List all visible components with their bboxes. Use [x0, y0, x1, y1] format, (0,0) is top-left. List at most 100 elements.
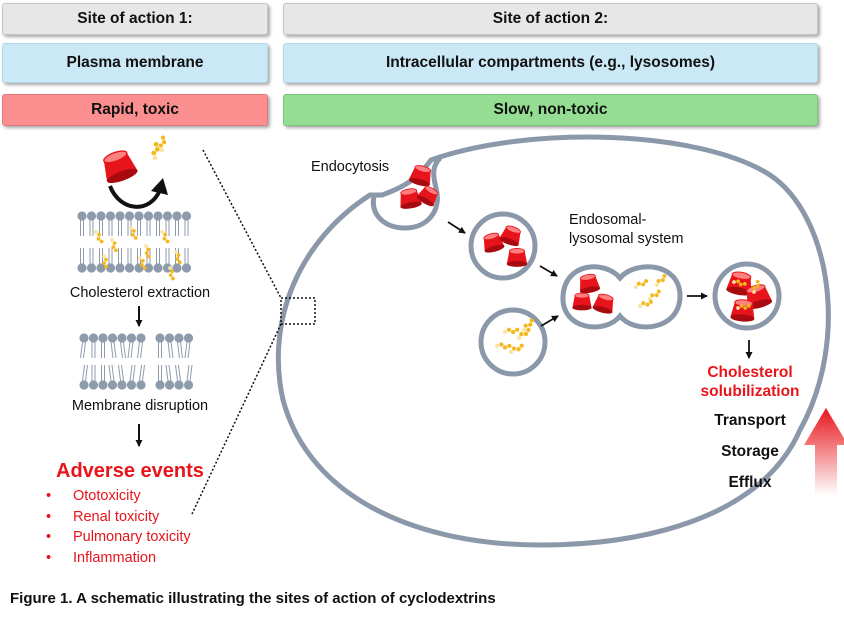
- adverse-events-list: •Ototoxicity •Renal toxicity •Pulmonary …: [46, 488, 191, 570]
- bullet: •: [46, 549, 52, 566]
- cholesterol-ring: [93, 230, 99, 234]
- lipid-head: [134, 211, 144, 221]
- cyclodextrin-molecule: [408, 165, 432, 187]
- lipid-head: [124, 211, 135, 221]
- adverse-item: •Ototoxicity: [46, 488, 141, 504]
- lipid-tail: [189, 364, 193, 382]
- cholesterol-vesicle: [478, 307, 548, 377]
- lipid-tail: [170, 341, 174, 359]
- cholesterol-ring: [521, 327, 527, 333]
- lipid-head: [181, 263, 192, 273]
- cholesterol-layer: [93, 135, 760, 355]
- cholesterol-molecule: [137, 255, 147, 270]
- lipid-head: [126, 380, 137, 390]
- cholesterol-ring: [112, 241, 117, 246]
- cholesterol-ring: [161, 139, 167, 145]
- cholesterol-ring: [162, 236, 167, 241]
- lipid-head: [155, 380, 165, 390]
- arrow-vesicle-to-fusion: [539, 265, 558, 277]
- cholesterol-ring: [526, 327, 531, 333]
- cholesterol-ring: [174, 249, 178, 255]
- arrow-chol-to-fusion: [540, 315, 559, 327]
- cholesterol-ring: [506, 327, 512, 332]
- intact-bilayer: [77, 211, 192, 273]
- lipid-tail: [177, 341, 180, 359]
- cholesterol-ring: [746, 304, 751, 308]
- lipid-tail: [142, 364, 145, 382]
- cholesterol-molecule: [128, 225, 138, 240]
- cyclodextrin-body: [572, 295, 592, 308]
- lipid-head: [107, 333, 118, 343]
- site2-location: Intracellular compartments (e.g., lysoso…: [385, 54, 716, 71]
- cyclodextrin-molecule: [483, 232, 505, 253]
- cyclodextrin-base: [106, 168, 138, 183]
- cholesterol-ring: [516, 335, 522, 341]
- cholesterol-ring: [516, 346, 521, 352]
- cholesterol-ring: [528, 322, 533, 328]
- outcome-efflux: Efflux: [728, 474, 772, 491]
- lipid-head: [105, 211, 116, 221]
- zoom-box: [280, 297, 316, 325]
- cyclodextrin-molecule: [572, 292, 592, 311]
- lipid-tail: [108, 364, 112, 382]
- cyclodextrin-molecule: [506, 248, 528, 267]
- cholesterol-ring: [146, 247, 151, 252]
- cyclodextrin-body: [506, 251, 528, 264]
- cholesterol-ring: [499, 342, 504, 347]
- cholesterol-ring: [97, 232, 102, 237]
- lipid-head: [126, 333, 137, 343]
- cyclodextrin-molecule: [416, 185, 438, 207]
- cyclodextrin-molecule: [579, 273, 601, 294]
- lipid-tail: [184, 341, 188, 359]
- cholesterol-ring: [96, 236, 101, 241]
- lipid-tail: [111, 364, 115, 382]
- cholesterol-ring: [637, 303, 643, 309]
- cyclodextrin-molecule: [592, 293, 614, 314]
- cholesterol-ring: [130, 232, 135, 237]
- lipid-head: [174, 333, 184, 343]
- cholesterol-ring: [736, 279, 741, 284]
- cholesterol-ring: [514, 327, 520, 332]
- lipid-head: [183, 333, 194, 343]
- cholesterol-ring: [529, 318, 535, 323]
- lipid-tail: [82, 364, 85, 382]
- lipid-tail: [140, 341, 143, 359]
- cholesterol-molecule: [637, 299, 654, 309]
- lipid-tail: [127, 341, 131, 359]
- cholesterol-ring: [656, 278, 661, 284]
- cyclodextrin-base: [416, 195, 434, 207]
- lipid-head: [115, 263, 125, 273]
- lipid-tail: [139, 364, 142, 382]
- adverse-item: •Renal toxicity: [46, 508, 160, 525]
- cholesterol-ring: [113, 248, 118, 253]
- lipid-tail: [110, 341, 114, 359]
- cholesterol-ring: [158, 143, 164, 148]
- solubilization-label-line1: Cholesterol: [707, 364, 793, 381]
- lipid-head: [172, 263, 182, 273]
- lipid-head: [164, 333, 175, 343]
- figure-caption: Figure 1. A schematic illustrating the s…: [10, 590, 496, 607]
- cholesterol-molecule: [144, 243, 151, 259]
- bullet: •: [46, 488, 52, 504]
- lipid-tail: [180, 341, 183, 359]
- endosomal-label-line2: lysosomal system: [569, 231, 684, 247]
- lipid-tail: [137, 341, 140, 359]
- cholesterol-molecule: [648, 289, 661, 302]
- cyclodextrin-molecule: [400, 188, 422, 209]
- cyclodextrin-base: [572, 304, 592, 311]
- cholesterol-ring: [751, 290, 757, 294]
- lipid-head: [88, 380, 99, 390]
- site2-speed-box: Slow, non-toxic: [283, 94, 818, 126]
- cyclodextrin-rim: [424, 185, 438, 196]
- cyclodextrin-rim: [505, 225, 521, 234]
- cholesterol-molecule: [508, 343, 524, 355]
- cholesterol-ring: [511, 346, 517, 351]
- outcome-transport: Transport: [714, 412, 786, 429]
- cyclodextrin-rim: [414, 165, 432, 173]
- endocytosis-label: Endocytosis: [311, 159, 390, 175]
- cholesterol-ring: [153, 141, 159, 147]
- cholesterol-ring: [519, 343, 524, 349]
- lipid-head: [107, 380, 118, 390]
- cyclodextrin-base: [579, 286, 601, 294]
- zoom-line-bottom: [191, 323, 282, 515]
